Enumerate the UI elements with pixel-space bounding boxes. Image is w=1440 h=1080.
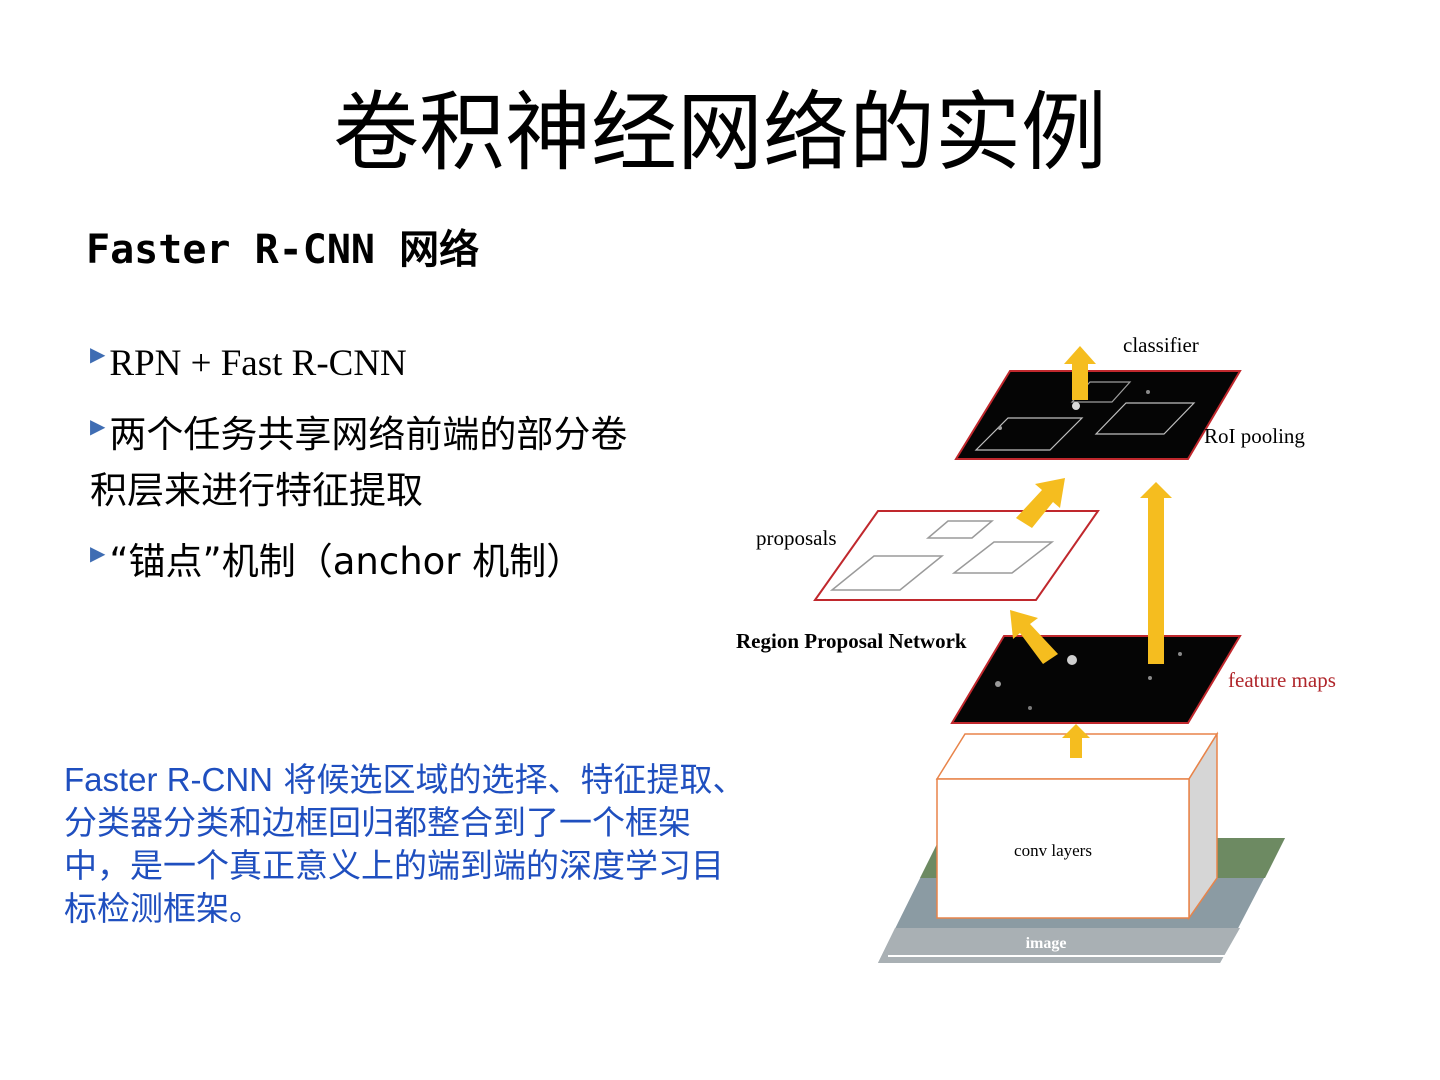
- bullet-marker-icon: ▶: [90, 342, 105, 366]
- faster-rcnn-diagram: image conv layers feature maps Region Pr…: [720, 318, 1420, 978]
- image-label: image: [1026, 935, 1067, 952]
- roi-pooling-plane: RoI pooling: [956, 371, 1305, 459]
- feature-maps-label: feature maps: [1228, 668, 1336, 692]
- section-heading: Faster R-CNN 网络: [86, 222, 479, 278]
- summary-note-lead: Faster R-CNN: [64, 761, 273, 798]
- rpn-label: Region Proposal Network: [736, 629, 967, 653]
- conv-layers-label: conv layers: [1014, 841, 1092, 860]
- bullet-list: ▶RPN + Fast R-CNN ▶两个任务共享网络前端的部分卷积层来进行特征…: [90, 326, 650, 596]
- bullet-item: ▶两个任务共享网络前端的部分卷积层来进行特征提取: [90, 398, 650, 519]
- classifier-label: classifier: [1123, 333, 1199, 357]
- bullet-marker-icon: ▶: [90, 541, 105, 565]
- roi-pooling-label: RoI pooling: [1204, 424, 1305, 448]
- bullet-marker-icon: ▶: [90, 414, 105, 438]
- bullet-item: ▶“锚点”机制（anchor 机制）: [90, 525, 650, 590]
- proposals-label: proposals: [756, 526, 837, 550]
- section-heading-latin: Faster R-CNN: [86, 227, 375, 273]
- proposals-plane: proposals: [756, 511, 1098, 600]
- slide-title: 卷积神经网络的实例: [0, 78, 1440, 188]
- bullet-text: 两个任务共享网络前端的部分卷积层来进行特征提取: [90, 413, 627, 512]
- section-heading-cjk: 网络: [399, 227, 479, 273]
- feature-maps-plane: feature maps: [952, 636, 1336, 723]
- summary-note: Faster R-CNN 将候选区域的选择、特征提取、分类器分类和边框回归都整合…: [64, 758, 754, 930]
- bullet-text: RPN + Fast R-CNN: [109, 343, 406, 384]
- bullet-text: “锚点”机制（anchor 机制）: [109, 540, 583, 583]
- conv-layers-block: conv layers: [937, 734, 1217, 918]
- bullet-item: ▶RPN + Fast R-CNN: [90, 326, 650, 392]
